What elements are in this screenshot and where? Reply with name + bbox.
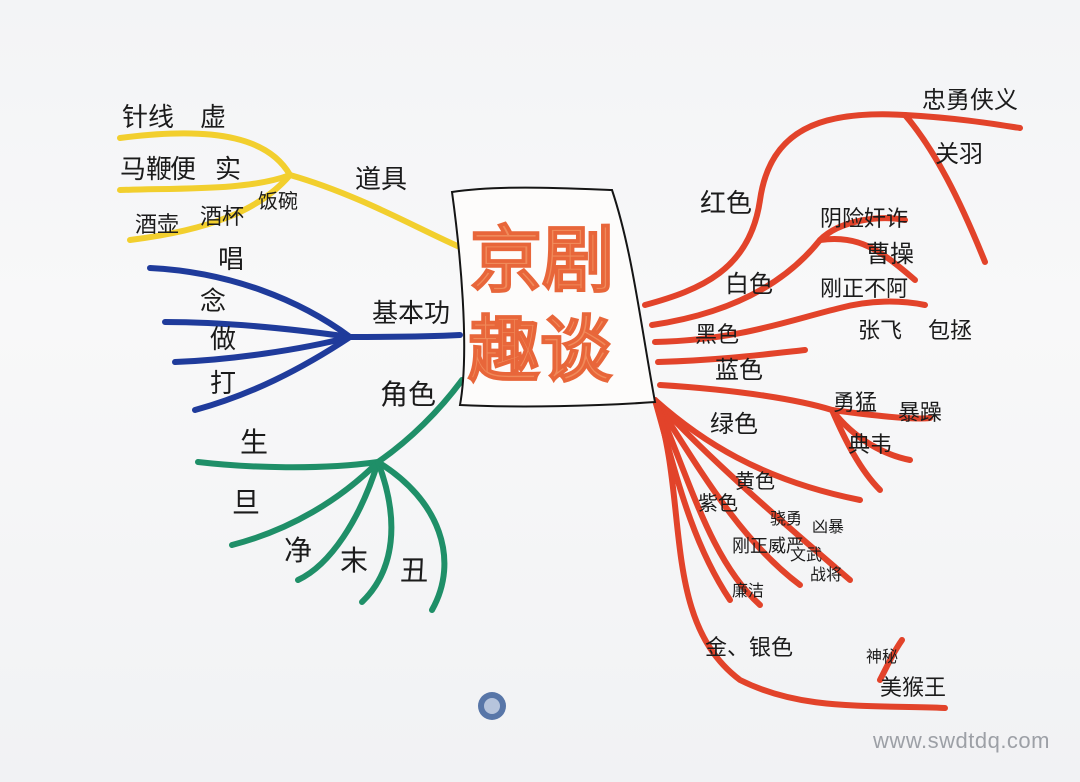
props-item-wine-pot: 酒壶 [135, 213, 179, 238]
roles-item-jing: 净 [284, 534, 312, 567]
mask-purple-trait-4: 战将 [810, 565, 842, 584]
mask-gold-trait: 神秘 [866, 647, 898, 666]
mask-blue-label: 蓝色 [715, 356, 763, 384]
small-round-sticker-highlight [484, 698, 500, 714]
mask-purple-label: 紫色 [698, 491, 738, 515]
mask-white-example: 曹操 [866, 240, 914, 268]
mask-black-example-1: 张飞 [858, 319, 902, 344]
props-item-real: 实 [215, 155, 241, 185]
basics-item-recite: 念 [200, 287, 226, 317]
mask-gold-example: 美猴王 [880, 676, 946, 701]
basics-item-act: 做 [210, 325, 236, 355]
mask-yellow-trait-2: 凶暴 [812, 517, 844, 536]
mask-green-trait-2: 暴躁 [898, 401, 942, 426]
mask-purple-trait-3: 文武 [790, 545, 822, 564]
mask-green-example: 典韦 [848, 433, 892, 458]
props-item-needle-thread: 针线 [122, 103, 174, 133]
mask-black-example-2: 包拯 [928, 319, 972, 344]
mask-purple-trait: 刚正威严 [732, 536, 804, 557]
mask-white-trait: 阴险奸诈 [820, 207, 908, 232]
mask-black-label: 黑色 [695, 323, 739, 348]
basics-label: 基本功 [372, 299, 450, 329]
mask-red-trait: 忠勇侠义 [922, 86, 1018, 114]
roles-item-mo: 末 [340, 544, 368, 577]
center-topic: 京剧 趣谈 [450, 186, 657, 408]
props-item-convenient: 便 [170, 155, 196, 185]
roles-item-sheng: 生 [240, 426, 268, 459]
mask-yellow-trait-1: 骁勇 [770, 509, 802, 528]
masks-branch-lines [642, 111, 1023, 711]
props-item-wine-cup: 酒杯 [200, 205, 244, 230]
center-title-line2: 趣谈 [468, 308, 613, 392]
mask-purple-trait-2: 廉洁 [732, 581, 764, 600]
roles-item-dan: 旦 [232, 486, 260, 519]
mask-black-trait: 刚正不阿 [820, 277, 908, 302]
basics-item-sing: 唱 [218, 245, 244, 275]
center-box [450, 186, 657, 408]
props-item-virtual: 虚 [200, 103, 226, 133]
mask-white-label: 白色 [725, 270, 773, 298]
roles-item-chou: 丑 [400, 554, 428, 587]
roles-branch-lines [195, 377, 465, 613]
props-item-whip: 马鞭 [120, 155, 172, 185]
mask-red-label: 红色 [700, 189, 752, 219]
roles-label: 角色 [380, 378, 436, 411]
props-label: 道具 [355, 165, 407, 195]
basics-branch-lines [147, 265, 463, 413]
mask-gold-label: 金、银色 [705, 636, 793, 661]
center-title-line1: 京剧 [470, 218, 614, 302]
props-item-rice-bowl: 饭碗 [258, 189, 298, 213]
watermark: www.swdtdq.com [873, 728, 1050, 753]
mask-yellow-label: 黄色 [735, 469, 775, 493]
mask-green-trait-1: 勇猛 [833, 391, 877, 416]
basics-item-fight: 打 [210, 369, 236, 399]
mask-green-label: 绿色 [710, 410, 758, 438]
props-branch-lines [117, 130, 465, 251]
mask-red-example: 关羽 [935, 140, 983, 168]
